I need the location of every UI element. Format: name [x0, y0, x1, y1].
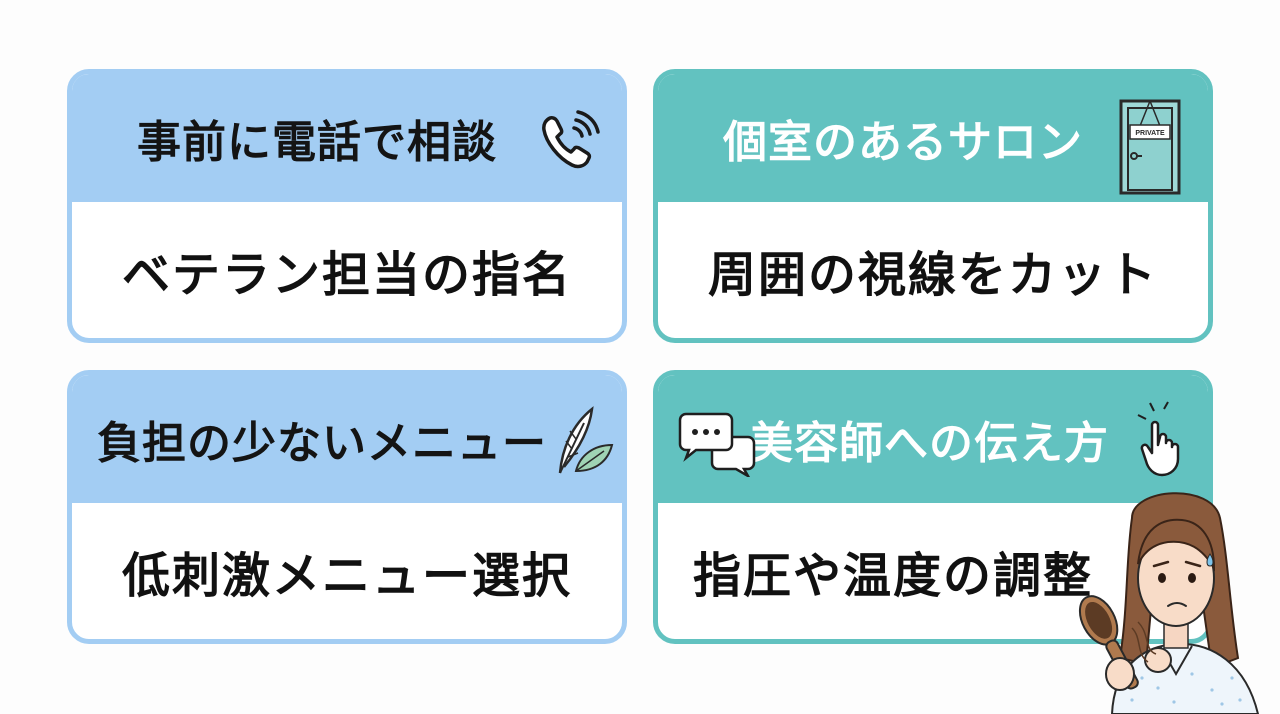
- card-title: 美容師への伝え方: [749, 418, 1109, 469]
- leaf-icon: [554, 405, 616, 477]
- pointing-hand-icon: [1136, 401, 1200, 477]
- card-body: 指圧や温度の調整: [658, 503, 1208, 639]
- card-body: ベテラン担当の指名: [72, 202, 622, 338]
- card-body-text: 低刺激メニュー選択: [121, 548, 572, 604]
- door-sign-text: PRIVATE: [1135, 130, 1165, 137]
- card-private-room: 個室のあるサロン PRIVATE 周囲の視線をカット: [653, 69, 1213, 343]
- door-icon: PRIVATE: [1118, 98, 1182, 196]
- card-body: 低刺激メニュー選択: [72, 503, 622, 639]
- card-header: 個室のあるサロン: [658, 74, 1208, 202]
- card-body-text: 周囲の視線をカット: [707, 247, 1158, 303]
- speech-bubbles-icon: [678, 411, 756, 477]
- card-phone-consultation: 事前に電話で相談 ベテラン担当の指名: [67, 69, 627, 343]
- worried-woman-illustration: [1062, 478, 1272, 714]
- card-header: 事前に電話で相談: [72, 74, 622, 202]
- card-communication: 美容師への伝え方 指圧や温度の調整: [653, 370, 1213, 644]
- card-header: 負担の少ないメニュー: [72, 375, 622, 503]
- card-title: 個室のあるサロン: [723, 117, 1083, 168]
- phone-icon: [536, 110, 600, 174]
- card-body: 周囲の視線をカット: [658, 202, 1208, 338]
- card-gentle-menu: 負担の少ないメニュー 低刺激メニュー選択: [67, 370, 627, 644]
- card-title: 事前に電話で相談: [137, 117, 497, 168]
- card-body-text: 指圧や温度の調整: [692, 548, 1093, 604]
- card-title: 負担の少ないメニュー: [97, 418, 547, 469]
- card-body-text: ベテラン担当の指名: [121, 247, 572, 303]
